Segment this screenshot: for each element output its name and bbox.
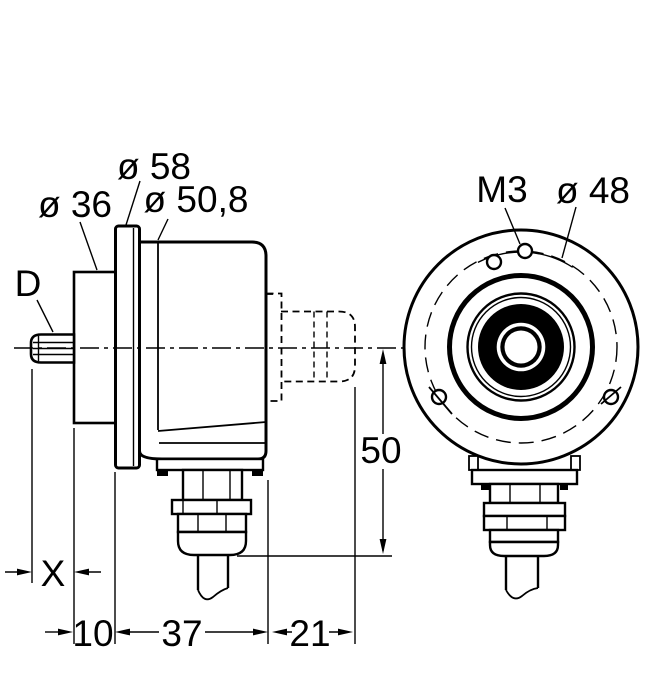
- gland-nut-lines: [197, 514, 227, 532]
- cable-break-wave-front: [505, 587, 539, 600]
- flange-disk: [114, 224, 141, 470]
- dim-text-37: 37: [161, 613, 202, 654]
- gland-neck-front: [488, 482, 560, 505]
- screw-slot-lower-left: [428, 386, 453, 415]
- dim-x-arrow-left: [17, 568, 32, 576]
- front-inner-circle-outer: [466, 292, 576, 402]
- label-shaft-d: D: [15, 263, 42, 304]
- gland-dome-front: [488, 540, 560, 558]
- text-labels: ø 36 ø 58 ø 50,8 D M3 ø 48 50 X 10 37 21: [15, 146, 630, 654]
- label-dia-58: ø 58: [117, 146, 191, 187]
- encoder-body: [138, 240, 268, 461]
- pin-hole-upper-left: [485, 253, 503, 271]
- dim-text-x: X: [41, 553, 66, 594]
- connector-body-dashed: [281, 310, 356, 383]
- gland-notch-left-front: [481, 484, 489, 490]
- gland-cap-front: [470, 468, 579, 486]
- dim-50-arrow-down: [379, 539, 387, 554]
- body-taper-line: [157, 421, 267, 432]
- dim-text-50: 50: [360, 430, 401, 471]
- leader-lines: [36, 180, 577, 333]
- front-inner-circle-inner: [470, 296, 572, 398]
- gland-notch-right-front: [560, 484, 568, 490]
- gland-ring: [170, 498, 253, 516]
- dim-21-arrow-right: [338, 628, 353, 636]
- leader-m3: [504, 207, 521, 245]
- front-view: [402, 228, 640, 600]
- gland-band-front: [488, 528, 560, 544]
- gland-neck-lines: [202, 470, 231, 500]
- label-m3: M3: [476, 169, 527, 210]
- dim-10-arrow: [58, 628, 73, 636]
- dim-21-arrow-left: [272, 628, 287, 636]
- front-collar-circle: [447, 273, 595, 421]
- dim-text-21: 21: [289, 613, 330, 654]
- gland-nut-front: [482, 514, 567, 532]
- gland-ring-front: [482, 501, 567, 518]
- connector-inner-dashed-lines: [313, 311, 328, 382]
- m3-hole-top: [516, 242, 534, 260]
- gland-cap: [155, 457, 265, 472]
- side-view: [14, 224, 421, 601]
- dim-text-10: 10: [72, 613, 113, 654]
- leader-dia508: [157, 218, 169, 241]
- connector-hidden-outline: [265, 292, 356, 402]
- leader-dia36: [79, 221, 98, 271]
- gland-neck: [181, 468, 244, 502]
- cable-gland-side: [155, 457, 265, 601]
- dim-50-arrow-up: [379, 349, 387, 364]
- label-dia-50-8: ø 50,8: [144, 179, 249, 220]
- screw-slot-lower-right: [600, 386, 622, 405]
- gland-tab-left: [468, 455, 479, 471]
- dim-37-arrow-right: [253, 628, 268, 636]
- gland-ring-lines: [182, 500, 218, 514]
- dim-x-arrow-right: [74, 568, 89, 576]
- shaft-bore: [504, 330, 538, 364]
- dimension-graphics: [5, 349, 392, 644]
- leader-shaft-d: [36, 299, 54, 333]
- leader-dia48: [561, 206, 577, 259]
- gland-cap-notch-left: [157, 470, 168, 476]
- cable-gland-front: [468, 455, 581, 600]
- gland-nut-lines-front: [506, 516, 548, 530]
- gland-cap-notch-right: [252, 470, 263, 476]
- gland-dome: [176, 530, 248, 557]
- gland-tab-right: [570, 455, 581, 471]
- connector-collar-dashed: [265, 292, 283, 402]
- cable-sides: [196, 555, 230, 590]
- label-dia-36: ø 36: [38, 184, 112, 225]
- cable-break-wave: [197, 587, 229, 601]
- cable-sides-front: [504, 556, 540, 590]
- gland-nut: [176, 512, 248, 534]
- label-dia-48: ø 48: [556, 170, 630, 211]
- gland-neck-lines-front: [509, 484, 541, 503]
- leader-dia58: [125, 180, 141, 226]
- dim-37-arrow-left: [115, 628, 130, 636]
